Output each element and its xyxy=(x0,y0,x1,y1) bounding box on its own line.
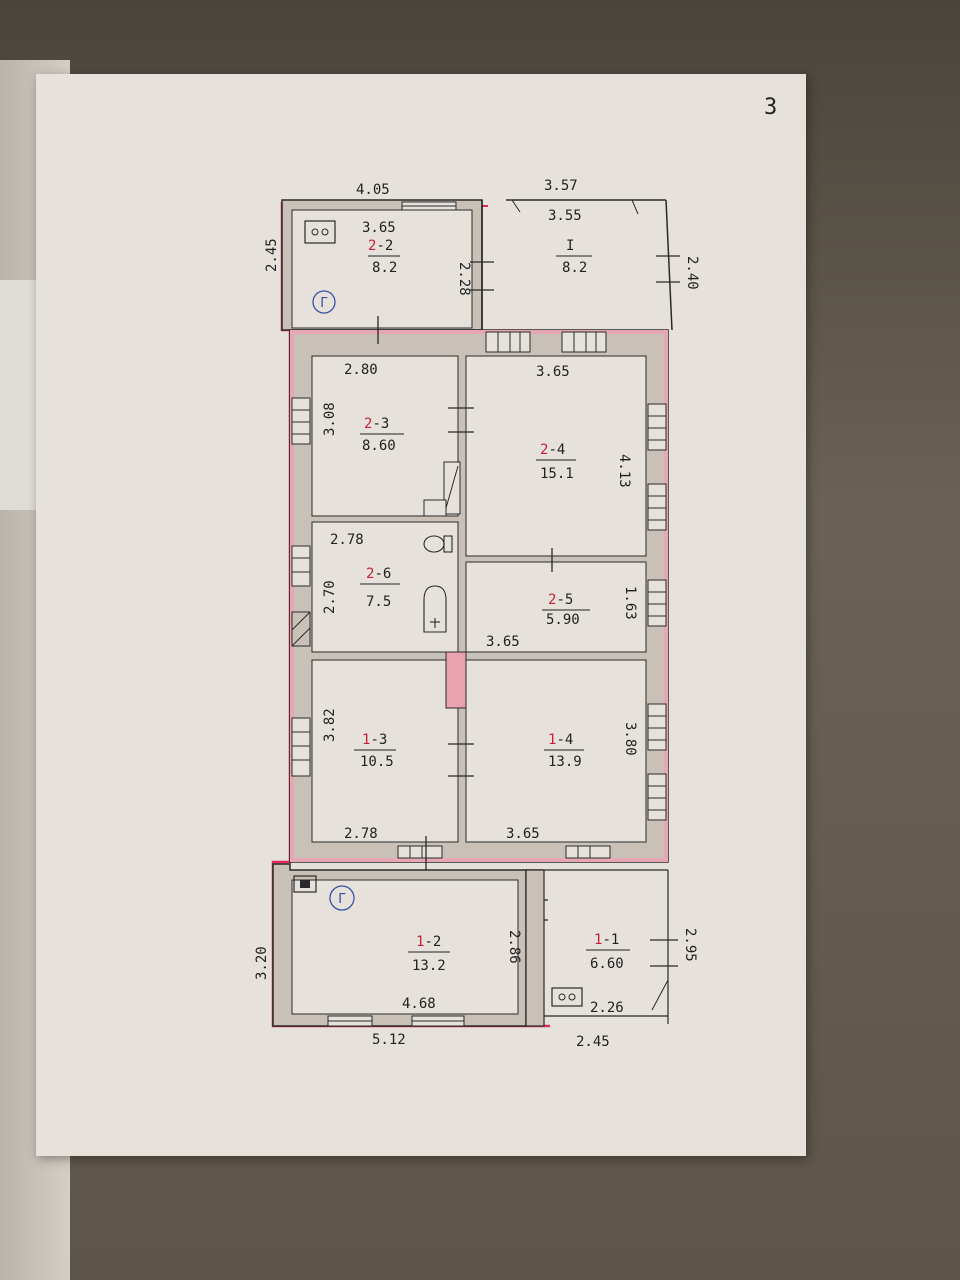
svg-text:2.78: 2.78 xyxy=(344,826,378,842)
svg-text:13.2: 13.2 xyxy=(412,958,446,974)
svg-text:8.60: 8.60 xyxy=(362,438,396,454)
svg-text:6.60: 6.60 xyxy=(590,956,624,972)
room-1-4 xyxy=(465,659,647,843)
svg-text:2-3: 2-3 xyxy=(364,416,389,432)
svg-text:8.2: 8.2 xyxy=(372,260,397,276)
svg-text:Г: Г xyxy=(338,892,346,907)
svg-text:2.26: 2.26 xyxy=(590,1000,624,1016)
svg-text:1-1: 1-1 xyxy=(594,932,619,948)
windows-top xyxy=(485,331,607,353)
stove-icon xyxy=(551,987,583,1007)
gas-marker-icon xyxy=(312,290,336,314)
svg-text:1-4: 1-4 xyxy=(548,732,573,748)
svg-text:3.82: 3.82 xyxy=(322,708,338,742)
svg-text:5.12: 5.12 xyxy=(372,1032,406,1048)
stove-icon xyxy=(293,875,317,893)
svg-text:7.5: 7.5 xyxy=(366,594,391,610)
svg-text:3.08: 3.08 xyxy=(322,402,338,436)
svg-text:2.70: 2.70 xyxy=(322,580,338,614)
svg-text:13.9: 13.9 xyxy=(548,754,582,770)
windows-1-2 xyxy=(327,1015,465,1027)
svg-text:5.90: 5.90 xyxy=(546,612,580,628)
svg-text:3.80: 3.80 xyxy=(622,722,638,756)
svg-text:3.65: 3.65 xyxy=(362,220,396,236)
svg-text:2.78: 2.78 xyxy=(330,532,364,548)
svg-text:2.86: 2.86 xyxy=(506,930,522,964)
windows-bottom xyxy=(397,845,611,859)
svg-text:Г: Г xyxy=(320,296,328,311)
svg-text:2.28: 2.28 xyxy=(456,262,472,296)
svg-text:2-2: 2-2 xyxy=(368,238,393,254)
svg-text:1-3: 1-3 xyxy=(362,732,387,748)
room-1-3 xyxy=(311,659,459,843)
svg-text:2-4: 2-4 xyxy=(540,442,565,458)
svg-text:2-5: 2-5 xyxy=(548,592,573,608)
red-wall-segment xyxy=(445,651,467,709)
svg-text:I: I xyxy=(566,238,574,254)
room-labels: 2-2 8.2 I 8.2 2-3 8.60 2-4 15.1 2-6 7.5 … xyxy=(354,238,630,974)
svg-text:4.68: 4.68 xyxy=(402,996,436,1012)
svg-text:2.80: 2.80 xyxy=(344,362,378,378)
room-2-5 xyxy=(465,561,647,653)
door-swing-2 xyxy=(631,199,639,215)
gas-marker-icon xyxy=(329,885,355,911)
windows-left xyxy=(291,397,311,777)
door-swing xyxy=(511,199,521,213)
svg-text:4.05: 4.05 xyxy=(356,182,390,198)
room-I-right-line xyxy=(665,199,673,331)
svg-text:1.63: 1.63 xyxy=(622,586,638,620)
svg-text:3.65: 3.65 xyxy=(536,364,570,380)
svg-text:10.5: 10.5 xyxy=(360,754,394,770)
svg-text:2.45: 2.45 xyxy=(264,238,280,272)
svg-text:2.45: 2.45 xyxy=(576,1034,610,1050)
room-2-4 xyxy=(465,355,647,557)
stove-icon xyxy=(304,220,336,244)
room-1-1 xyxy=(525,869,669,1027)
svg-text:3.55: 3.55 xyxy=(548,208,582,224)
dimension-labels: 4.05 3.57 3.65 3.55 2.45 2.28 2.40 2.80 … xyxy=(254,178,700,1050)
svg-text:8.2: 8.2 xyxy=(562,260,587,276)
svg-text:15.1: 15.1 xyxy=(540,466,574,482)
svg-text:1-2: 1-2 xyxy=(416,934,441,950)
windows-right xyxy=(647,403,667,821)
room-1-2 xyxy=(272,863,527,1027)
svg-text:2-6: 2-6 xyxy=(366,566,391,582)
entrance-hatch xyxy=(291,611,311,647)
svg-text:3.65: 3.65 xyxy=(486,634,520,650)
svg-text:3.65: 3.65 xyxy=(506,826,540,842)
svg-text:2.95: 2.95 xyxy=(682,928,698,962)
svg-text:2.40: 2.40 xyxy=(684,256,700,290)
room-2-6 xyxy=(311,521,459,653)
bathtub-icon xyxy=(423,585,447,633)
toilet-icon xyxy=(423,535,453,553)
svg-text:3.57: 3.57 xyxy=(544,178,578,194)
sheet-number: 3 xyxy=(764,95,777,120)
svg-text:4.13: 4.13 xyxy=(616,454,632,488)
room-2-3 xyxy=(311,355,459,517)
svg-text:3.20: 3.20 xyxy=(254,946,270,980)
